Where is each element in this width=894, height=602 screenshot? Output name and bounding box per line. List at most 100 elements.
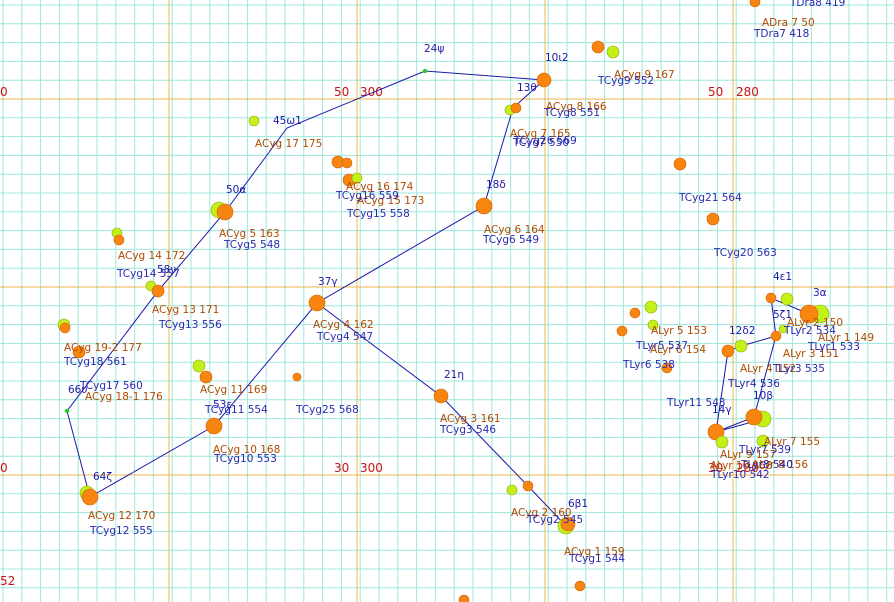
star — [616, 325, 628, 337]
star-label: TCyg15 558 — [346, 208, 410, 220]
star-label: TCyg2 545 — [526, 514, 583, 526]
star — [715, 435, 729, 449]
star — [756, 434, 770, 448]
star — [292, 372, 302, 382]
star — [248, 115, 260, 127]
star-label: ACyg 9 167 — [614, 69, 675, 81]
star-label: ACyg 7 165 — [510, 128, 571, 140]
grid-label: 280 — [736, 461, 759, 475]
star — [606, 45, 620, 59]
star-label: TLyr4 536 — [727, 378, 780, 390]
star — [72, 345, 86, 359]
star-label: TDra7 418 — [753, 28, 809, 40]
stars — [57, 0, 830, 602]
star — [522, 480, 534, 492]
star — [59, 322, 71, 334]
star — [749, 0, 761, 8]
star-label: TCyg14 557 — [116, 268, 180, 280]
star-marker — [422, 68, 428, 74]
asterism-label: 21η — [444, 369, 464, 381]
star-label: TCyg1 544 — [568, 553, 625, 565]
asterism-label: 24ψ — [424, 43, 444, 55]
star-label: ALyr 9 157 — [720, 449, 776, 461]
star-label: TLyr5 537 — [635, 340, 688, 352]
star-label: TLyr11 543 — [666, 397, 726, 409]
star-label: ACyg 5 163 — [219, 228, 280, 240]
star-label: TLyr2 534 — [783, 325, 836, 337]
asterism-label: 45ω1 — [273, 115, 302, 127]
star — [629, 307, 641, 319]
star-marker — [64, 408, 70, 414]
star — [433, 388, 449, 404]
star — [151, 284, 165, 298]
star-label: TCyg8 551 — [543, 107, 600, 119]
star-label: ACyg 12 170 — [88, 510, 155, 522]
star-label: TCyg12 555 — [89, 525, 153, 537]
star — [778, 324, 788, 334]
star — [721, 344, 735, 358]
star-label: ALyr 1 149 — [818, 332, 874, 344]
star-label: ACyg 18-1 176 — [85, 391, 163, 403]
star-label: TCyg9 552 — [597, 75, 654, 87]
star-label: ACyg 6 164 — [484, 224, 545, 236]
grid-label: 50 — [708, 85, 723, 99]
asterism-label: 64ζ — [93, 471, 112, 483]
star-label: TLyr3 535 — [772, 363, 825, 375]
star — [765, 292, 777, 304]
star-label: TCyg18 561 — [63, 356, 127, 368]
grid-label: 0 — [0, 461, 8, 475]
star-label: ALyr 10 158 — [710, 460, 773, 472]
star — [799, 304, 819, 324]
star-label: ACyg 13 171 — [152, 304, 219, 316]
grid-label: 0 — [0, 85, 8, 99]
grid-label: 300 — [360, 461, 383, 475]
star-label: ACyg 1 159 — [564, 546, 625, 558]
star — [591, 40, 605, 54]
asterism-label: 10β — [753, 390, 773, 402]
star-label: ALyr 5 153 — [651, 325, 707, 337]
star-label: ALyr 7 155 — [764, 436, 820, 448]
star-label: TCyg10 553 — [213, 453, 277, 465]
star-label: TCyg17 560 — [79, 380, 143, 392]
star — [216, 203, 234, 221]
star-label: ACyg 8 166 — [546, 101, 607, 113]
star-label: ALyr 3 151 — [783, 348, 839, 360]
star-label: TCyg16 559 — [335, 190, 399, 202]
star-label: ACyg 16 174 — [346, 181, 414, 193]
asterism-line — [66, 70, 546, 498]
grid-label: 52 — [0, 574, 15, 588]
star — [510, 102, 522, 114]
star — [205, 417, 223, 435]
star — [81, 488, 99, 506]
asterism-label: 6β1 — [568, 498, 588, 510]
asterism-label: 3α — [813, 287, 827, 299]
star-label: ACyg 15 173 — [357, 195, 424, 207]
asterism-label: 5ζ1 — [773, 309, 792, 321]
asterism-line — [316, 302, 567, 527]
star-label: TCyg7 550 — [512, 137, 569, 149]
asterism-label: 58ν — [157, 264, 176, 276]
star-label: ALyr 8 156 — [752, 459, 808, 471]
star — [458, 594, 470, 602]
grid-label: 30 — [334, 461, 349, 475]
star-label: TLyr6 538 — [622, 359, 675, 371]
star-label: TLyr8 540 — [740, 459, 793, 471]
star-label: ALyr 2 150 — [787, 317, 843, 329]
star-label: ADra 7 50 — [762, 17, 815, 29]
star — [199, 370, 213, 384]
star — [707, 423, 725, 441]
asterism-label: 53ε — [213, 399, 232, 411]
star-label: TDra8 419 — [789, 0, 845, 9]
star — [780, 292, 794, 306]
asterism-label: 13θ — [517, 82, 537, 94]
star-label: ALyr 4 152 — [740, 363, 796, 375]
star-label: ACyg 4 162 — [313, 319, 374, 331]
star — [351, 172, 363, 184]
asterism-label: 37γ — [318, 276, 338, 288]
star-label: TCyg4 547 — [316, 331, 373, 343]
star — [475, 197, 493, 215]
star — [113, 234, 125, 246]
